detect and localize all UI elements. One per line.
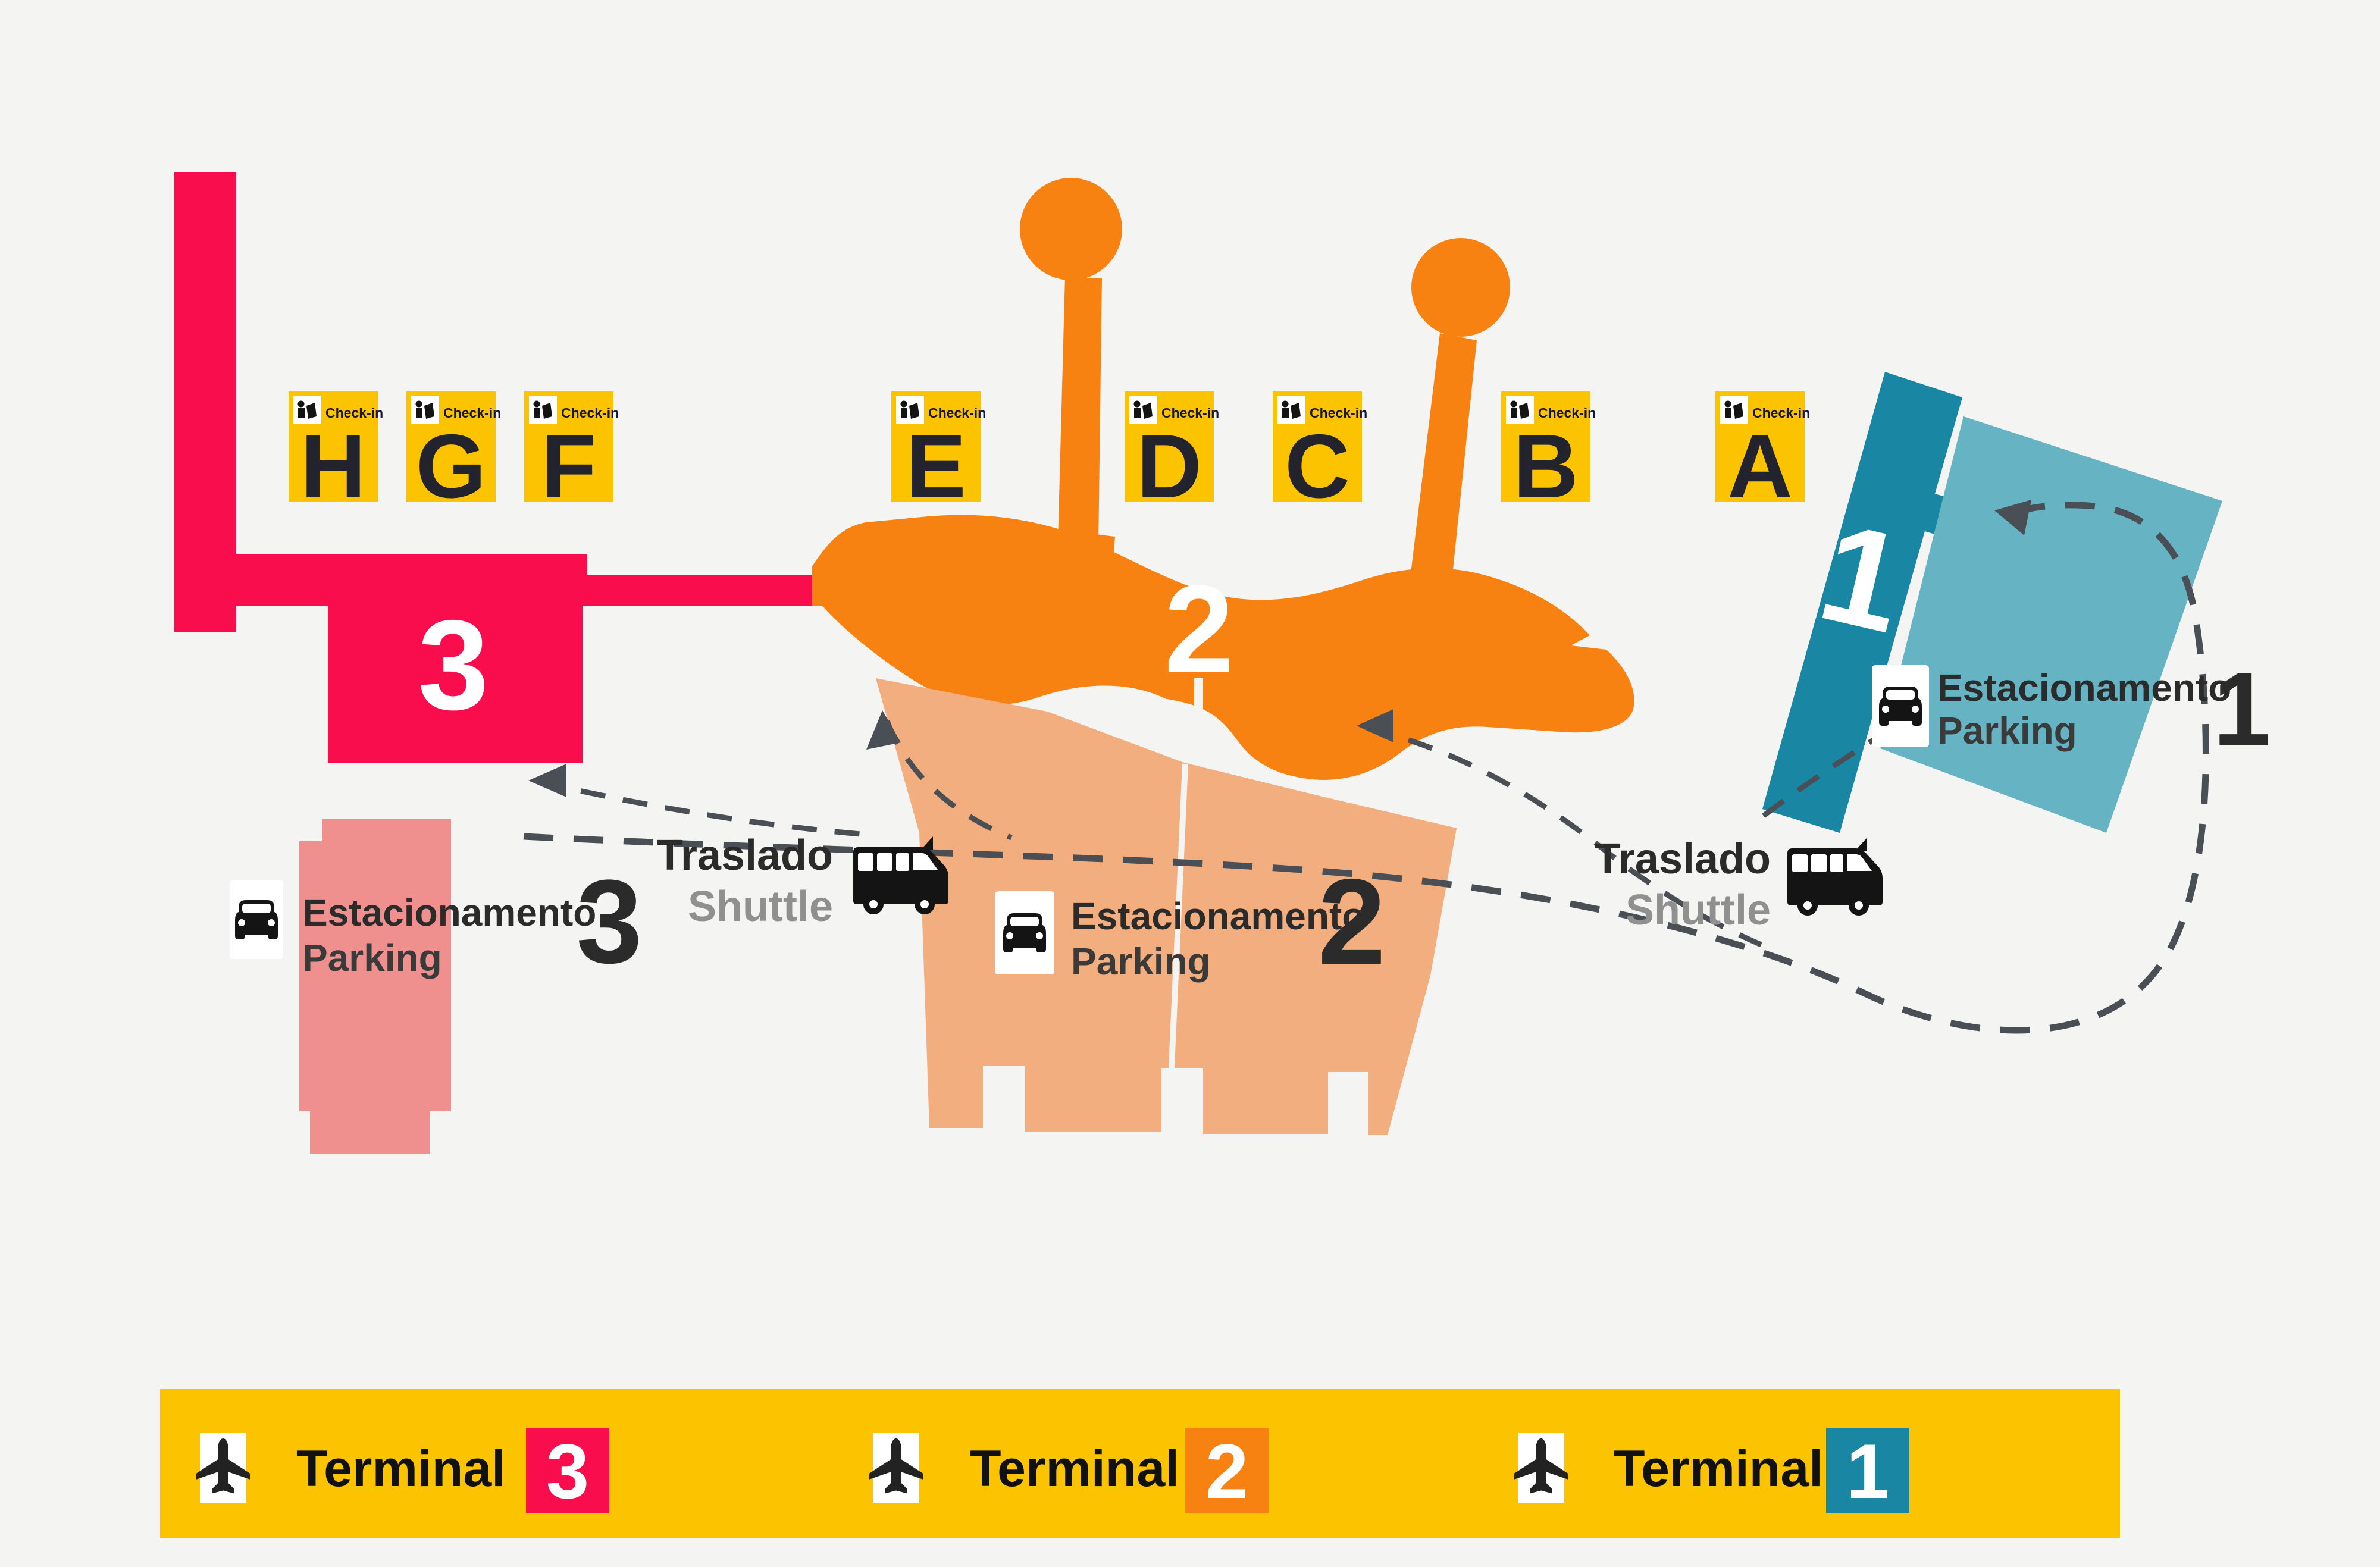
parking-2-divider <box>1166 763 1188 1133</box>
legend-number-box <box>1826 1428 1909 1513</box>
car-icon <box>1879 687 1922 726</box>
legend-item-terminal-1: Terminal 1 <box>1514 1428 1909 1515</box>
terminal-2-pier-c-base <box>1386 584 1464 697</box>
terminal-3-connector <box>226 554 824 606</box>
legend-terminal-number: 1 <box>1846 1428 1889 1515</box>
parking-label-line1: Estacionamento <box>1937 666 2231 709</box>
shuttle-stop-east: Traslado Shuttle <box>1595 835 1883 934</box>
legend-number-box <box>1185 1428 1269 1513</box>
legend-bar: Terminal 3 Terminal 2 Terminal 1 <box>160 1389 2120 1538</box>
legend-terminal-number: 3 <box>546 1428 589 1515</box>
checkin-zone-letter: D <box>1136 416 1202 517</box>
legend-terminal-number: 2 <box>1205 1428 1248 1515</box>
checkin-badge-label: Check-in <box>561 405 619 421</box>
terminal-2-pier-e-stem <box>1058 277 1102 546</box>
checkin-badge-label: Check-in <box>325 405 383 421</box>
terminal-3-shape <box>174 172 824 763</box>
parking-3-area <box>299 819 451 1154</box>
terminal-3-concourse <box>174 172 236 632</box>
parking-number: 2 <box>1318 854 1386 990</box>
checkin-badge-label: Check-in <box>1752 405 1810 421</box>
terminal-3-main-building <box>328 603 583 763</box>
legend-item-terminal-2: Terminal 2 <box>869 1428 1269 1515</box>
checkin-zones: Check-in H Check-in G Check-in F Check-i… <box>289 391 1810 517</box>
checkin-badge-label: Check-in <box>443 405 501 421</box>
shuttle-label-line2: Shuttle <box>1626 886 1771 934</box>
checkin-zone-f: Check-in F <box>524 391 619 517</box>
terminal-2-number: 2 <box>1164 559 1234 699</box>
arrowhead-to-terminal-1 <box>1994 500 2031 535</box>
terminal-1-main-building <box>1762 372 1969 833</box>
checkin-badge-label: Check-in <box>1161 405 1219 421</box>
parking-label-line1: Estacionamento <box>1071 895 1365 938</box>
checkin-zone-c: Check-in C <box>1273 391 1367 517</box>
legend-number-box <box>526 1428 609 1513</box>
terminal-2-pier-e-rotunda <box>1020 178 1122 280</box>
checkin-zone-e: Check-in E <box>891 391 986 517</box>
checkin-zone-letter: G <box>416 416 486 517</box>
legend-item-terminal-3: Terminal 3 <box>196 1428 609 1515</box>
shuttle-label-line1: Traslado <box>1595 835 1771 883</box>
parking-number: 1 <box>2213 651 2271 767</box>
legend-terminal-label: Terminal <box>296 1440 506 1497</box>
parking-number: 3 <box>576 855 642 988</box>
terminal-2-entrance-mark <box>1194 678 1203 713</box>
route-terminal-1-branch <box>1749 704 1928 828</box>
legend-terminal-label: Terminal <box>970 1440 1179 1497</box>
legend-bar-background <box>160 1389 2120 1538</box>
checkin-zone-g: Check-in G <box>406 391 501 517</box>
legend-terminal-label: Terminal <box>1614 1440 1823 1497</box>
checkin-zone-d: Check-in D <box>1125 391 1219 517</box>
route-terminal-3-branch <box>538 779 875 838</box>
route-terminal-2-east-branch <box>1366 725 1762 948</box>
arrowhead-to-terminal-3 <box>528 764 566 797</box>
checkin-zone-letter: E <box>906 416 966 517</box>
route-main-loop <box>523 502 2209 1034</box>
checkin-zone-letter: C <box>1285 416 1350 517</box>
shuttle-stop-west: Traslado Shuttle <box>657 832 948 930</box>
shuttle-label-line1: Traslado <box>657 832 833 879</box>
terminal-2-pier-c-stem <box>1408 333 1477 604</box>
terminal-2-pier-e-base <box>1035 528 1115 637</box>
checkin-zone-h: Check-in H <box>289 391 383 517</box>
checkin-zone-letter: A <box>1727 416 1793 517</box>
shuttle-label-line2: Shuttle <box>688 883 833 930</box>
parking-label-line1: Estacionamento <box>302 891 596 934</box>
checkin-badge-label: Check-in <box>928 405 986 421</box>
parking-2-area <box>876 678 1457 1135</box>
car-icon <box>235 900 278 939</box>
shuttle-routes <box>523 500 2209 1034</box>
parking-label-line2: Parking <box>1937 709 2077 752</box>
parking-1-label: Estacionamento Parking 1 <box>1872 651 2271 767</box>
parking-3-label: Estacionamento Parking 3 <box>230 855 643 988</box>
checkin-zone-a: Check-in A <box>1715 391 1810 517</box>
terminal-2-shape <box>812 178 1634 780</box>
checkin-zone-letter: F <box>541 416 597 517</box>
parking-label-line2: Parking <box>302 936 442 979</box>
checkin-zone-b: Check-in B <box>1501 391 1596 517</box>
terminal-1-shape <box>1762 372 1969 833</box>
checkin-zone-letter: B <box>1513 416 1579 517</box>
checkin-badge-label: Check-in <box>1538 405 1596 421</box>
checkin-badge-label: Check-in <box>1310 405 1367 421</box>
terminal-2-pier-c-rotunda <box>1411 238 1510 337</box>
terminal-3-number: 3 <box>418 593 489 737</box>
parking-label-line2: Parking <box>1071 940 1211 983</box>
parking-2-label: Estacionamento Parking 2 <box>995 854 1386 990</box>
checkin-zone-letter: H <box>300 416 366 517</box>
arrowhead-to-terminal-2 <box>866 710 901 750</box>
arrowhead-to-terminal-2-east <box>1357 709 1393 742</box>
car-icon <box>1003 913 1046 952</box>
